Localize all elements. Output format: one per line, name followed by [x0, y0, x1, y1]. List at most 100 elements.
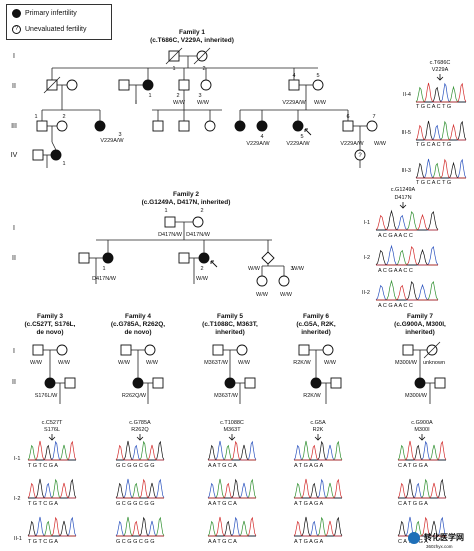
- family2-pregnancy-diamond: [261, 251, 275, 265]
- watermark-text: 转化医学网: [424, 532, 464, 542]
- family1-III-2: [56, 120, 68, 132]
- genotype-label: S176L/W: [35, 393, 58, 399]
- generation-label-II: II: [12, 255, 16, 262]
- family3-chromatogram: [27, 478, 77, 499]
- chromatogram-trace: [208, 482, 256, 499]
- family3-subtitle-2: de novo): [36, 329, 63, 336]
- family1-seq-protein: V229A: [432, 67, 449, 73]
- proband-arrow: [210, 260, 218, 268]
- genotype-label: R2K/W: [303, 393, 321, 399]
- chromatogram-trace: [208, 440, 257, 461]
- chromatogram-trace: [375, 213, 438, 231]
- id-label: 3: [198, 93, 201, 99]
- family3-subtitle: (c.C527T, S176L,: [25, 321, 76, 328]
- family7-seq-protein: M300I: [414, 427, 430, 433]
- family1-II-2: [178, 79, 190, 91]
- family4-chromatogram: [115, 516, 165, 537]
- id-label: 4: [292, 73, 295, 79]
- chromatogram-trace: [398, 516, 446, 537]
- id-label: 2: [200, 266, 203, 272]
- genotype-label: W/W: [30, 360, 43, 366]
- descent-line: [51, 141, 57, 151]
- down-arrow-icon: [48, 434, 56, 441]
- genotype-label: W/W: [118, 360, 131, 366]
- family1-III-b: [152, 120, 164, 132]
- family6-subtitle-2: inherited): [301, 329, 331, 336]
- id-label: 1: [164, 208, 167, 214]
- chromatogram-trace: [116, 516, 165, 537]
- sequence-letters: A C G A A C C: [378, 268, 413, 274]
- id-label: 2: [202, 66, 205, 72]
- deceased-slash: [43, 76, 61, 94]
- family1-III-c: [178, 120, 190, 132]
- family1-II-spouse: [312, 79, 324, 91]
- generation-label-II: II: [12, 83, 16, 90]
- family7-title: Family 7: [407, 313, 433, 320]
- family7-subtitle: (c.G900A, M300I,: [394, 321, 446, 328]
- chromatogram-trace: [116, 478, 164, 499]
- id-label: 6: [346, 114, 349, 120]
- family5-subtitle-2: inherited): [215, 329, 245, 336]
- family1-II-c: [118, 79, 130, 91]
- id-label: 2: [200, 208, 203, 214]
- chromatogram-trace: [376, 210, 438, 231]
- family7-subtitle-2: inherited): [405, 329, 435, 336]
- family6-chromatogram: [293, 516, 343, 537]
- genotype-label: R2K/W: [293, 360, 311, 366]
- genotype-label: R262Q/W: [122, 393, 147, 399]
- family1-II-b: [66, 79, 78, 91]
- family1-IV-1: [50, 149, 62, 161]
- family6-II-spouse: [330, 377, 342, 389]
- generation-label-I: I: [13, 348, 15, 355]
- genotype-label: W/W: [256, 292, 269, 298]
- genotype-label: V229A/W: [286, 141, 310, 147]
- chromatogram-trace: [376, 279, 439, 301]
- family1-II-1: [142, 79, 154, 91]
- genotype-label: W/W: [196, 276, 209, 282]
- family2-seq-mutation: c.G1249A: [391, 187, 416, 193]
- chromatogram-trace: [376, 245, 438, 266]
- sequence-letters: T G T C G A: [28, 539, 58, 545]
- family2-seq-protein: D417N: [394, 195, 411, 201]
- chromatogram-trace: [28, 440, 77, 461]
- sequence-letters: A T G A G A: [294, 463, 323, 469]
- generation-label-III: III: [11, 123, 17, 130]
- family6-I-2: [322, 344, 334, 356]
- down-arrow-icon: [314, 434, 322, 441]
- down-arrow-icon: [136, 434, 144, 441]
- chromatogram-trace: [293, 520, 342, 537]
- genotype-label: V229A/W: [340, 141, 364, 147]
- family7-I-1: [402, 344, 414, 356]
- down-arrow-icon: [228, 434, 236, 441]
- chromatogram-trace: [416, 158, 466, 179]
- family6-I-1: [298, 344, 310, 356]
- family3-I-1: [32, 344, 44, 356]
- genotype-label: D417N/W: [92, 276, 117, 282]
- sequence-letters: G C G G C G G: [116, 463, 155, 469]
- legend-unevaluated: ? Unevaluated fertility: [7, 21, 111, 37]
- chromatogram-trace: [376, 244, 439, 266]
- family3-chromatogram: [27, 516, 77, 537]
- id-label: 5: [316, 73, 319, 79]
- genotype-label: M300I/W: [395, 360, 418, 366]
- chromatogram-trace: [398, 478, 447, 499]
- id-label: 2: [176, 93, 179, 99]
- watermark-logo-icon: [408, 532, 420, 544]
- genotype-label: W/W: [280, 292, 293, 298]
- family4-II-spouse: [152, 377, 164, 389]
- proband-arrow: [304, 128, 312, 136]
- trace-row-label: III-5: [402, 130, 411, 136]
- family2-II-b: [178, 252, 190, 264]
- chromatogram-trace: [28, 478, 77, 499]
- chromatogram-trace: [376, 280, 438, 301]
- chromatogram-trace: [416, 158, 467, 179]
- genotype-label: M300I/W: [405, 393, 428, 399]
- family3-I-2: [56, 344, 68, 356]
- family1-chromatogram: [415, 82, 467, 103]
- chromatogram-trace: [208, 516, 257, 537]
- sequence-letters: A T G A G A: [294, 539, 323, 545]
- generation-label-I: I: [13, 225, 15, 232]
- family4-seq-protein: R262Q: [131, 427, 149, 433]
- sequence-letters: T G T C G A: [28, 501, 58, 507]
